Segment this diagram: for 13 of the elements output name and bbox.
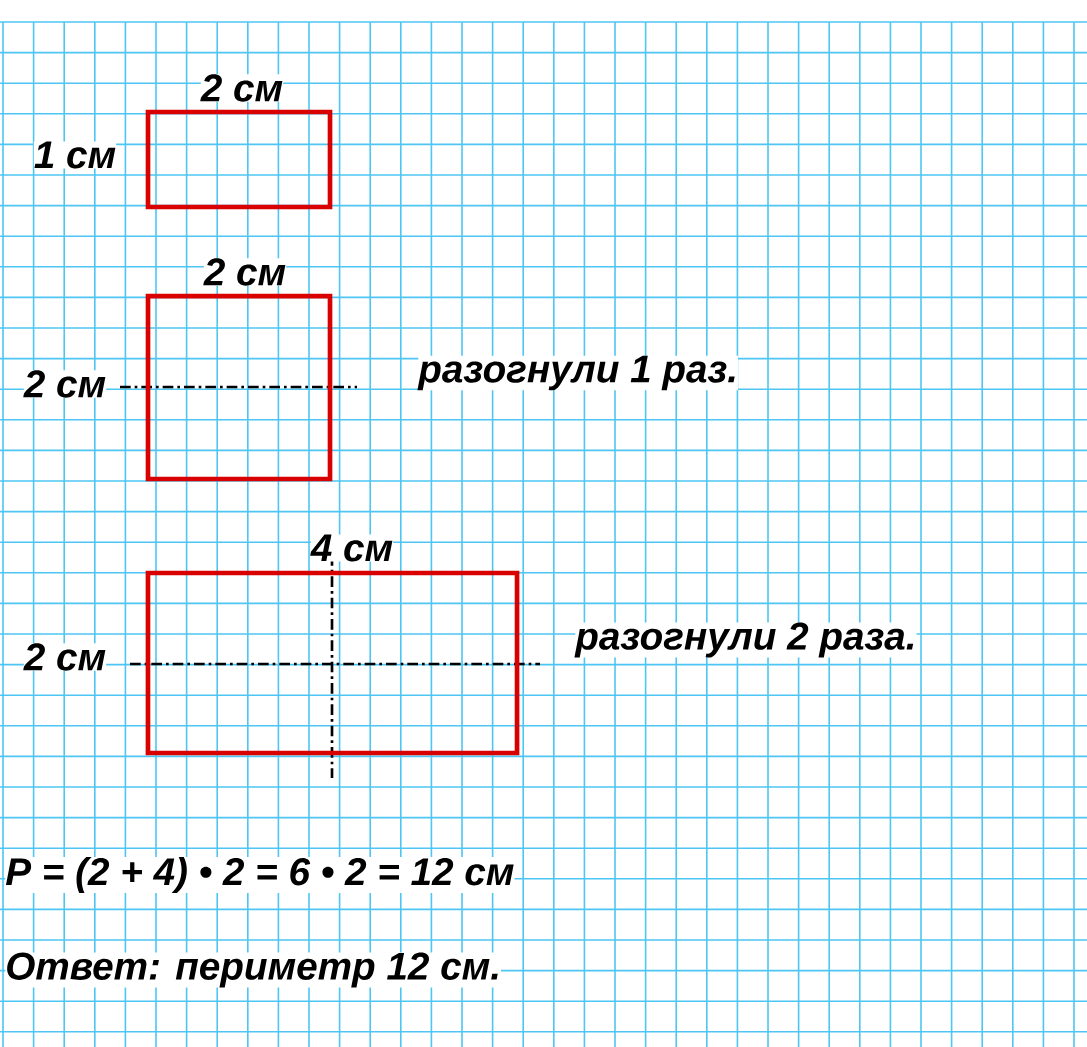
measure-label: 2 см bbox=[23, 643, 107, 671]
rectangle bbox=[145, 293, 333, 482]
rectangle bbox=[145, 570, 520, 756]
rectangle bbox=[145, 109, 333, 210]
note-text: разогнули 1 раз. bbox=[417, 355, 738, 391]
measure-label: 2 см bbox=[203, 258, 287, 286]
formula-text: P = (2 + 4) • 2 = 6 • 2 = 12 см bbox=[5, 857, 515, 894]
measure-label: 2 см bbox=[200, 74, 284, 102]
measure-label: 4 см bbox=[310, 534, 394, 562]
measure-label: 1 см bbox=[33, 141, 117, 169]
note-text: разогнули 2 раза. bbox=[574, 622, 917, 658]
answer-text: Ответ: периметр 12 см. bbox=[5, 952, 502, 988]
measure-label: 2 см bbox=[23, 370, 107, 398]
